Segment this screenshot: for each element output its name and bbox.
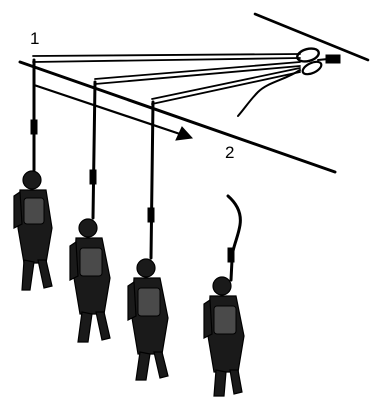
jumper-1 xyxy=(14,171,52,290)
jumper-3 xyxy=(128,259,168,380)
free-static-line xyxy=(228,196,240,280)
static-line-rail xyxy=(20,62,335,172)
jumper-4 xyxy=(204,277,244,396)
anchor-cable xyxy=(255,14,368,60)
label-2: 2 xyxy=(225,143,234,162)
anchor-hub xyxy=(296,46,340,76)
free-line-clip xyxy=(228,248,234,262)
jumper-2 xyxy=(70,219,110,342)
trailing-line xyxy=(238,70,300,116)
label-1: 1 xyxy=(30,29,39,48)
